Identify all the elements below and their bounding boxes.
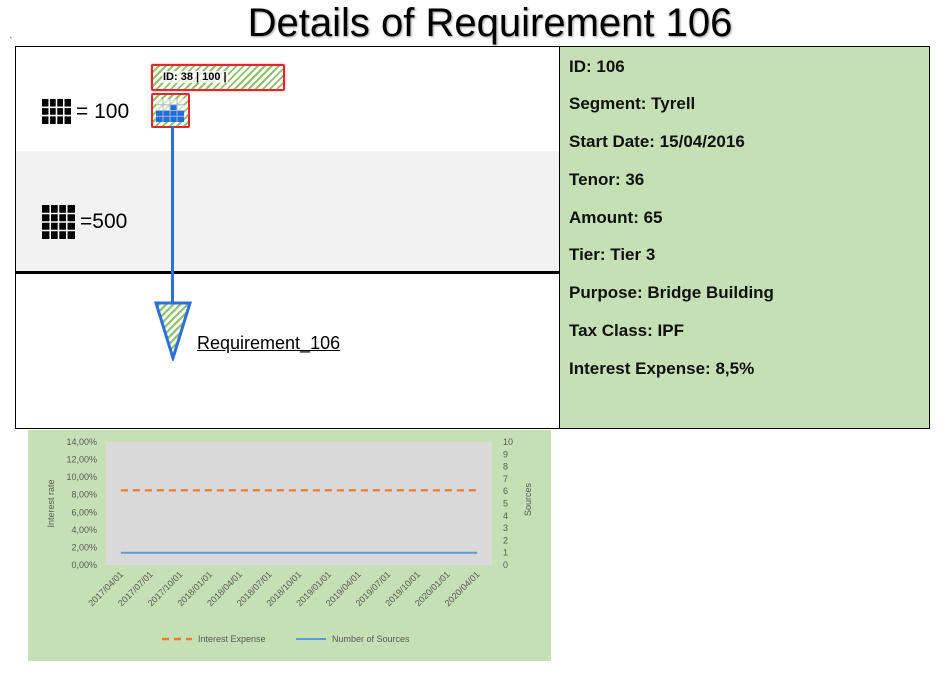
- y2-tick-label: 5: [503, 499, 508, 509]
- y-axis-label: Interest rate: [46, 479, 56, 527]
- y-tick-label: 4,00%: [71, 525, 97, 535]
- requirement-diagram: = 100 =500 ID: 38 | 100 |: [15, 46, 560, 429]
- y2-axis-label: Sources: [523, 482, 533, 516]
- y-tick-label: 0,00%: [71, 560, 97, 570]
- plot-area: [106, 442, 492, 565]
- y-tick-label: 12,00%: [66, 455, 97, 465]
- detail-id: ID: 106: [569, 57, 625, 76]
- y2-tick-label: 9: [503, 449, 508, 459]
- y2-tick-label: 8: [503, 462, 508, 472]
- y2-tick-label: 2: [503, 535, 508, 545]
- legend-500: =500: [42, 205, 127, 239]
- interest-chart-panel: 0,00% 2,00% 4,00% 6,00% 8,00% 10,00% 12,00% 14,…: [28, 430, 551, 661]
- y-tick-label: 8,00%: [71, 490, 97, 500]
- y2-tick-label: 4: [503, 511, 508, 521]
- y2-tick-label: 10: [503, 437, 513, 447]
- source-id-label: ID: 38 | 100 |: [162, 71, 228, 83]
- legend-100: = 100: [42, 99, 129, 124]
- legend-label: Interest Expense: [198, 634, 266, 644]
- detail-amount: Amount: 65: [569, 208, 663, 227]
- level-band: [16, 151, 559, 272]
- unit-grid-icon: [156, 99, 184, 127]
- chart-legend: Interest Expense Number of Sources: [162, 634, 410, 644]
- source-node[interactable]: [151, 93, 190, 128]
- y-tick-label: 14,00%: [66, 437, 97, 447]
- stray-mark: `: [9, 36, 13, 48]
- y-tick-label: 2,00%: [71, 542, 97, 552]
- legend-100-label: = 100: [76, 99, 130, 123]
- requirement-link[interactable]: Requirement_106: [197, 333, 341, 353]
- legend-500-label: =500: [80, 210, 128, 233]
- detail-tenor: Tenor: 36: [569, 170, 645, 189]
- y2-tick-label: 7: [503, 474, 508, 484]
- detail-tax-class: Tax Class: IPF: [569, 321, 684, 340]
- grid-icon: [42, 99, 71, 124]
- triangle-icon[interactable]: [153, 301, 193, 366]
- detail-purpose: Purpose: Bridge Building: [569, 283, 774, 302]
- details-panel: ID: 106 Segment: Tyrell Start Date: 15/0…: [559, 46, 930, 429]
- detail-interest-expense: Interest Expense: 8,5%: [569, 359, 755, 378]
- interest-chart: 0,00% 2,00% 4,00% 6,00% 8,00% 10,00% 12,00% 14,…: [46, 437, 533, 644]
- flow-connector: [171, 126, 174, 302]
- source-id-tag[interactable]: ID: 38 | 100 |: [151, 64, 285, 91]
- y2-tick-label: 3: [503, 523, 508, 533]
- grid-icon: [42, 205, 75, 239]
- y-tick-label: 6,00%: [71, 507, 97, 517]
- detail-tier: Tier: Tier 3: [569, 245, 656, 264]
- y2-tick-label: 0: [503, 560, 508, 570]
- page-title: Details of Requirement 106: [247, 1, 733, 45]
- detail-start-date: Start Date: 15/04/2016: [569, 132, 745, 151]
- legend-label: Number of Sources: [332, 634, 410, 644]
- y-tick-label: 10,00%: [66, 472, 97, 482]
- level-divider: [16, 271, 559, 274]
- detail-segment: Segment: Tyrell: [569, 94, 696, 113]
- y2-tick-label: 1: [503, 548, 508, 558]
- y2-tick-label: 6: [503, 486, 508, 496]
